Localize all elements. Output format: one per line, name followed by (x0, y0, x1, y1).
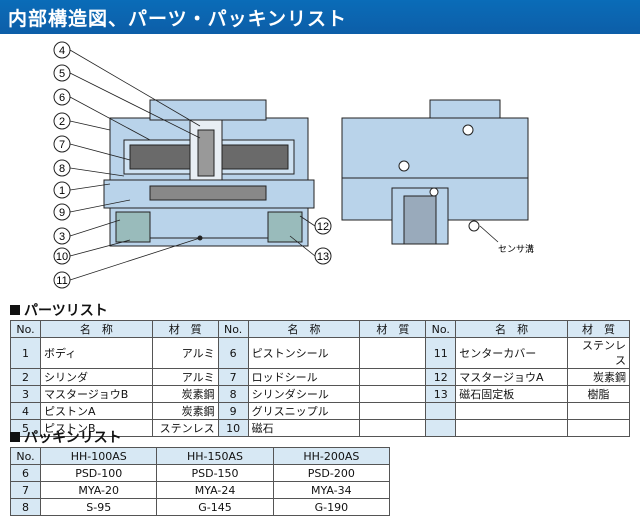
svg-text:9: 9 (59, 207, 65, 219)
callout-12: 12 (314, 217, 332, 235)
page-header: 内部構造図、パーツ・パッキンリスト (0, 0, 640, 34)
callout-4: 4 (53, 41, 71, 59)
callout-13: 13 (314, 247, 332, 265)
svg-text:1: 1 (59, 185, 65, 197)
exterior-view (341, 99, 529, 245)
callout-6: 6 (53, 88, 71, 106)
page-title: 内部構造図、パーツ・パッキンリスト (8, 8, 348, 30)
callout-9: 9 (53, 203, 71, 221)
callout-3: 3 (53, 227, 71, 245)
svg-text:10: 10 (56, 251, 68, 263)
svg-text:12: 12 (317, 221, 329, 233)
svg-text:8: 8 (59, 163, 65, 175)
parts-list-title: パーツリスト (10, 300, 108, 320)
svg-text:5: 5 (59, 68, 65, 80)
svg-text:13: 13 (317, 251, 329, 263)
internal-structure-drawing: 4 5 6 2 7 8 1 9 3 10 11 12 13 センサ溝 (53, 41, 534, 289)
svg-text:6: 6 (59, 92, 65, 104)
svg-text:4: 4 (59, 45, 65, 57)
svg-text:2: 2 (59, 116, 65, 128)
svg-text:11: 11 (56, 275, 67, 287)
packing-list-title: パッキンリスト (10, 427, 122, 447)
callout-8: 8 (53, 159, 71, 177)
callout-10: 10 (53, 247, 71, 265)
callout-2: 2 (53, 112, 71, 130)
parts-header-row: No.名 称材 質 No.名 称材 質 No.名 称材 質 (10, 320, 630, 338)
callout-5: 5 (53, 64, 71, 82)
callout-7: 7 (53, 135, 71, 153)
callout-11: 11 (53, 271, 71, 289)
svg-text:3: 3 (59, 231, 65, 243)
callout-1: 1 (53, 181, 71, 199)
sectional-view (103, 99, 315, 247)
sensor-groove-label: センサ溝 (498, 243, 534, 254)
svg-text:7: 7 (59, 139, 65, 151)
